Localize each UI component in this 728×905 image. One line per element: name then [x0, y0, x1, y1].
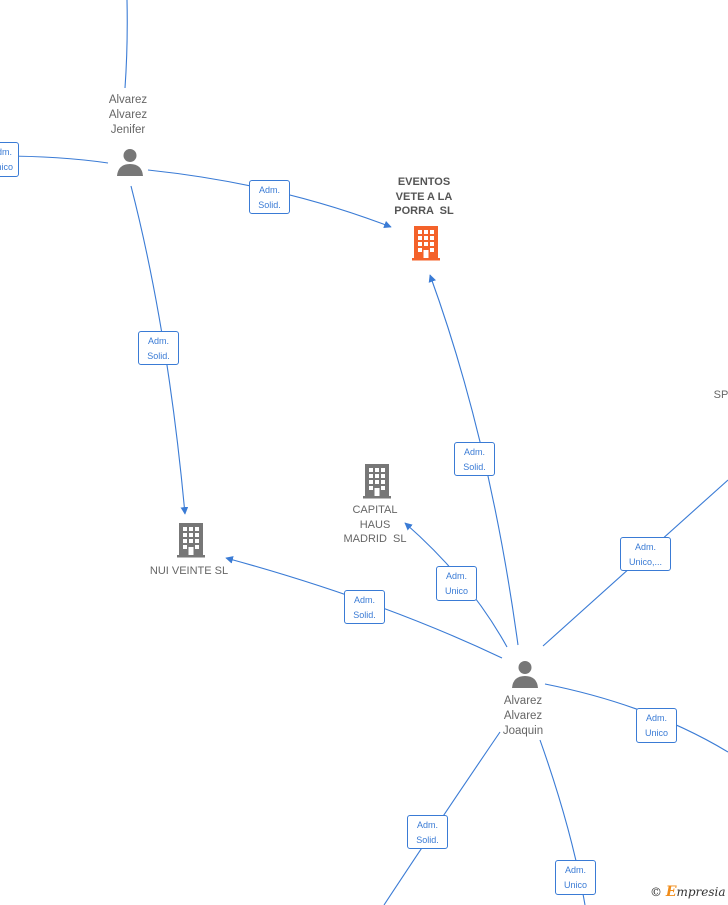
edge-label-line1: Adm.	[445, 571, 467, 581]
edge-label-line2: Unico	[563, 880, 587, 890]
edge-label-line2: Unico	[444, 586, 468, 596]
edge-label-line2: Solid.	[258, 200, 281, 210]
person-icon[interactable]	[509, 658, 541, 690]
edge-label-joa-down[interactable]: Adm. Unico	[555, 860, 596, 895]
node-label-sp[interactable]: SP	[714, 388, 728, 403]
node-label-nui[interactable]: NUI VEINTE SL	[150, 564, 228, 579]
brand-logo-initial: E	[665, 884, 677, 900]
edge-label-line2: Solid.	[463, 462, 486, 472]
brand-logo-text: mpresia	[676, 885, 726, 899]
node-label-capital[interactable]: CAPITAL HAUS MADRID SL	[344, 503, 407, 547]
edge-label-line2: Unico,...	[628, 557, 662, 567]
edge-label-jen-left[interactable]: Adm. Unico	[0, 142, 19, 177]
edge-label-joa-right[interactable]: Adm. Unico	[636, 708, 677, 743]
edge-label-line1: Adm.	[416, 820, 438, 830]
edge-label-line1: Adm.	[353, 595, 375, 605]
edge-label-line2: Solid.	[147, 351, 170, 361]
edge-label-jen-nui[interactable]: Adm. Solid.	[138, 331, 179, 365]
watermark: © Empresia	[650, 884, 726, 900]
copyright-symbol: ©	[650, 885, 662, 899]
edge-label-line1: Adm.	[564, 865, 586, 875]
edge-label-joa-capital[interactable]: Adm. Unico	[436, 566, 477, 601]
edge-label-line2: Solid.	[353, 610, 376, 620]
edge-jenifer-up[interactable]	[124, 0, 128, 89]
edge-label-jen-eventos[interactable]: Adm. Solid.	[249, 180, 290, 214]
edge-label-line2: Solid.	[416, 835, 439, 845]
edge-label-line1: Adm.	[634, 542, 656, 552]
building-icon[interactable]	[409, 225, 443, 261]
edge-label-joa-eventos[interactable]: Adm. Solid.	[454, 442, 495, 476]
edge-label-line2: Unico	[0, 162, 13, 172]
edge-label-line1: Adm.	[147, 336, 169, 346]
node-label-eventos[interactable]: EVENTOS VETE A LA PORRA SL	[394, 175, 454, 219]
node-name: Alvarez Alvarez Jenifer	[108, 94, 148, 136]
edge-label-joa-upright[interactable]: Adm. Unico,...	[620, 537, 671, 571]
edge-label-line1: Adm.	[0, 147, 12, 157]
person-icon[interactable]	[114, 146, 146, 178]
node-name: NUI VEINTE SL	[149, 565, 229, 577]
node-name: EVENTOS VETE A LA PORRA SL	[394, 176, 454, 217]
edge-label-line1: Adm.	[463, 447, 485, 457]
node-label-joaquin[interactable]: Alvarez Alvarez Joaquin	[503, 694, 543, 739]
node-name: CAPITAL HAUS MADRID SL	[343, 504, 407, 545]
node-name: SP	[713, 389, 728, 401]
edge-label-line1: Adm.	[645, 713, 667, 723]
edge-label-line1: Adm.	[258, 185, 280, 195]
node-name: Alvarez Alvarez Joaquin	[502, 695, 544, 737]
node-label-jenifer[interactable]: Alvarez Alvarez Jenifer	[109, 93, 147, 138]
building-icon[interactable]	[174, 522, 208, 558]
edge-label-line2: Unico	[644, 728, 668, 738]
edge-label-joa-nui[interactable]: Adm. Solid.	[344, 590, 385, 624]
building-icon[interactable]	[360, 463, 394, 499]
edge-label-joa-downleft[interactable]: Adm. Solid.	[407, 815, 448, 849]
